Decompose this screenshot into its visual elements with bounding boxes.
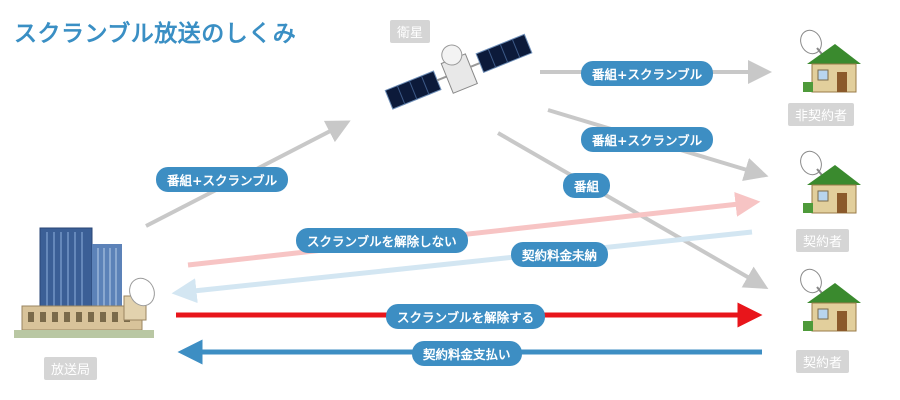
downlink-subscriber2-arrow: [497, 131, 769, 289]
broadcaster-label: 放送局: [44, 357, 98, 380]
house-icon: [800, 29, 861, 93]
satellite-label: 衛星: [390, 20, 431, 43]
unpaid-pill: 契約料金未納: [511, 242, 609, 267]
broadcast-building-icon: [14, 227, 155, 338]
house-icon: [800, 268, 861, 332]
uplink-pill: 番組+スクランブル: [156, 167, 289, 192]
page-title: スクランブル放送のしくみ: [14, 21, 297, 47]
unscramble-pill: スクランブルを解除する: [386, 304, 546, 329]
subscriber1-flow-pill: 番組+スクランブル: [581, 127, 714, 152]
unpaid-arrow: [171, 229, 753, 304]
payment-pill: 契約料金支払い: [412, 341, 522, 366]
non-subscriber-label: 非契約者: [788, 103, 855, 126]
subscriber-1-label: 契約者: [796, 229, 850, 252]
unscramble-not-pill: スクランブルを解除しない: [296, 228, 468, 253]
subscriber-2-label: 契約者: [796, 350, 850, 373]
satellite-icon: [384, 33, 533, 110]
non-subscriber-flow-pill: 番組+スクランブル: [581, 61, 714, 86]
house-icon: [800, 150, 861, 214]
subscriber2-flow-pill: 番組: [563, 173, 611, 198]
unscramble-not-arrow: [187, 191, 761, 268]
